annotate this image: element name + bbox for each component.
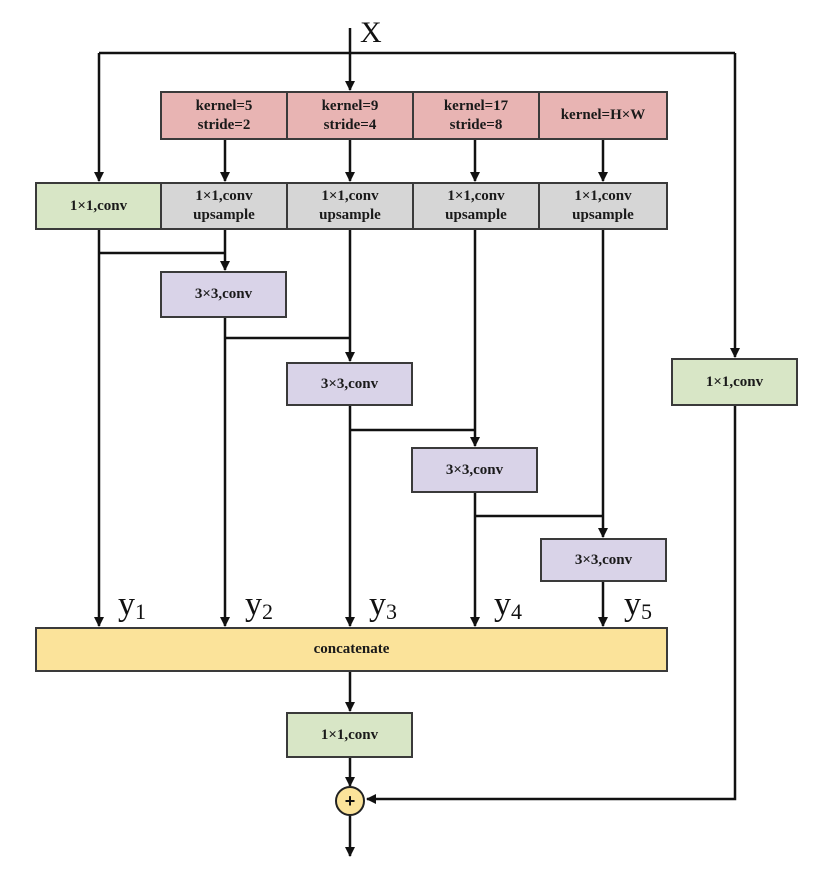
pool-block-2-stride: stride=4 — [323, 116, 377, 133]
upsample-block-2-upsample: upsample — [319, 207, 381, 223]
final-conv-label: 1×1,conv — [320, 726, 379, 743]
concatenate-label: concatenate — [313, 641, 390, 658]
output-label-y1: y1 — [118, 586, 146, 624]
conv3x3-block-3: 3×3,conv — [411, 447, 538, 493]
sum-symbol: + — [344, 790, 356, 811]
pool-block-2: kernel=9 stride=4 — [286, 91, 414, 140]
upsample-block-1: 1×1,conv upsample — [160, 182, 288, 230]
upsample-block-2: 1×1,conv upsample — [286, 182, 414, 230]
conv3x3-block-1-label: 3×3,conv — [194, 286, 253, 303]
upsample-block-4-upsample: upsample — [572, 207, 634, 223]
conv3x3-block-4: 3×3,conv — [540, 538, 667, 582]
conv3x3-block-2-label: 3×3,conv — [320, 375, 379, 392]
output-label-y2: y2 — [245, 586, 273, 624]
conv3x3-block-4-label: 3×3,conv — [574, 551, 633, 568]
upsample-block-2-conv: 1×1,conv — [321, 188, 379, 205]
concatenate-block: concatenate — [35, 627, 668, 672]
output-label-y3: y3 — [369, 586, 397, 624]
upsample-block-3: 1×1,conv upsample — [412, 182, 540, 230]
pool-block-3: kernel=17 stride=8 — [412, 91, 540, 140]
upsample-block-3-upsample: upsample — [445, 207, 507, 223]
shortcut-conv-label: 1×1,conv — [705, 373, 764, 390]
upsample-block-3-conv: 1×1,conv — [447, 188, 505, 205]
first-conv-label: 1×1,conv — [69, 197, 128, 214]
upsample-block-1-upsample: upsample — [193, 207, 255, 223]
pool-block-1: kernel=5 stride=2 — [160, 91, 288, 140]
conv3x3-block-3-label: 3×3,conv — [445, 461, 504, 478]
pool-block-4: kernel=H×W — [538, 91, 668, 140]
output-label-y4: y4 — [494, 586, 522, 624]
shortcut-to-sum-arrow — [366, 406, 737, 804]
conv3x3-block-2: 3×3,conv — [286, 362, 413, 406]
pool-block-1-stride: stride=2 — [197, 116, 251, 133]
pool-block-3-kernel: kernel=17 — [443, 97, 509, 114]
input-label: X — [360, 16, 382, 49]
shortcut-conv-block: 1×1,conv — [671, 358, 798, 406]
pool-block-4-kernel: kernel=H×W — [560, 107, 646, 124]
final-conv-block: 1×1,conv — [286, 712, 413, 758]
pool-block-1-kernel: kernel=5 — [195, 97, 253, 114]
output-label-y5: y5 — [624, 586, 652, 624]
sum-node: + — [335, 786, 365, 816]
upsample-block-4: 1×1,conv upsample — [538, 182, 668, 230]
conv3x3-block-1: 3×3,conv — [160, 271, 287, 318]
upsample-block-4-conv: 1×1,conv — [574, 188, 632, 205]
upsample-block-1-conv: 1×1,conv — [195, 188, 253, 205]
first-conv-block: 1×1,conv — [35, 182, 162, 230]
pool-block-2-kernel: kernel=9 — [321, 97, 379, 114]
pool-block-3-stride: stride=8 — [449, 116, 503, 133]
